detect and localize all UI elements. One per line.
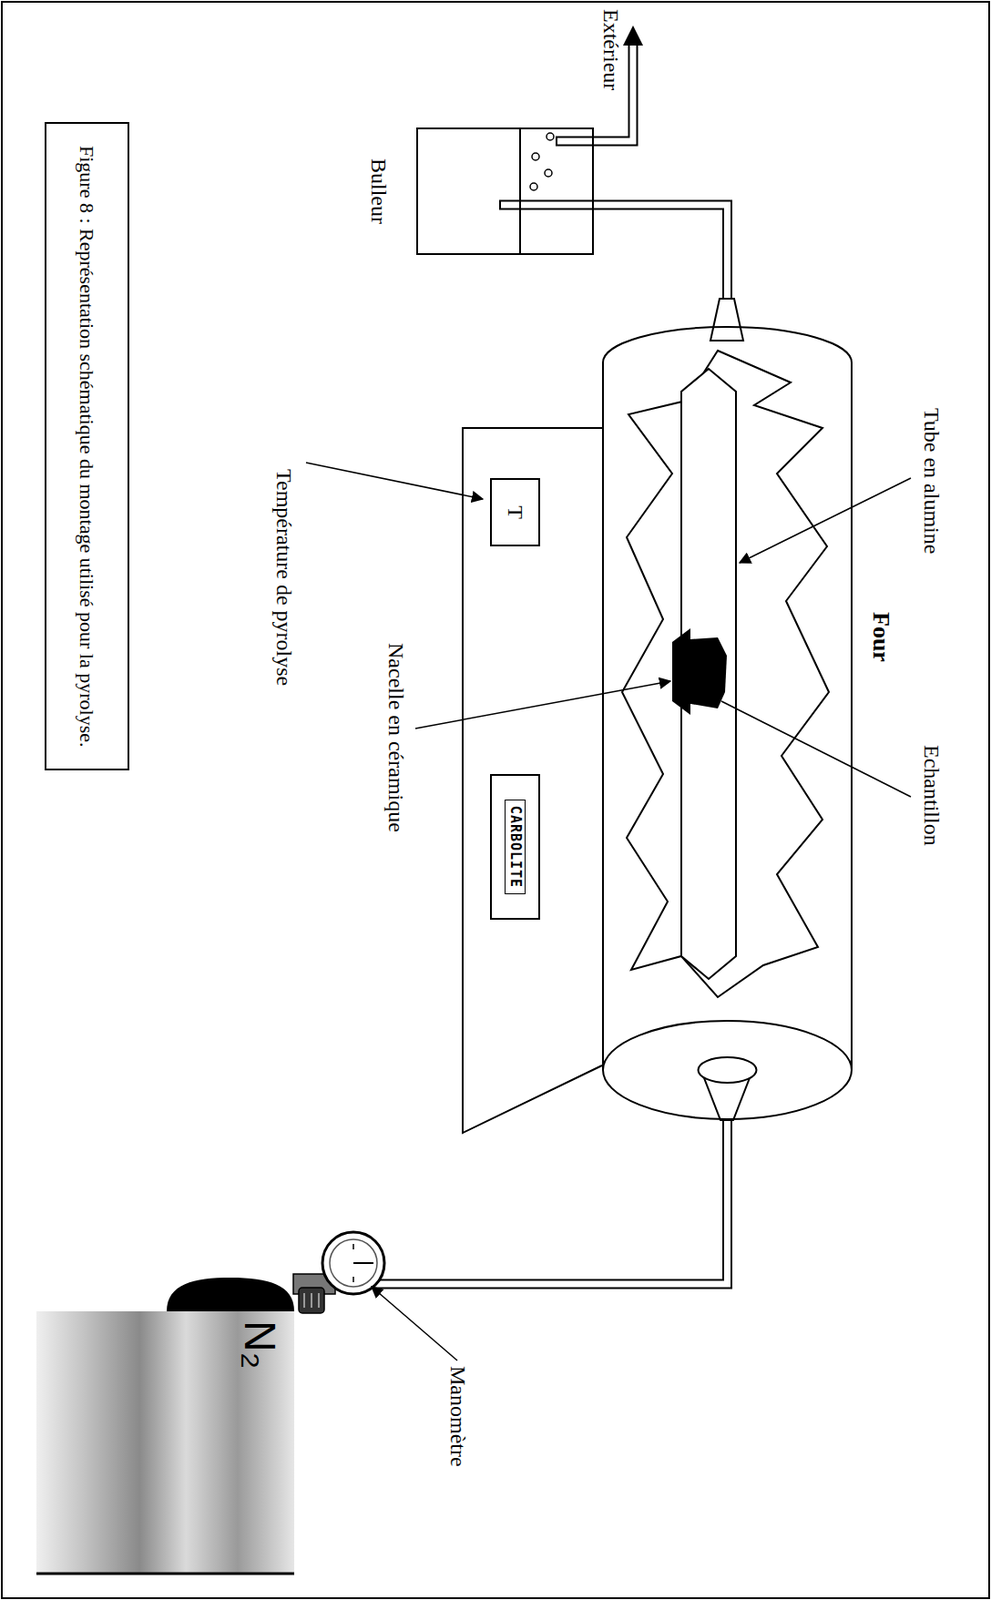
node-label: CARBOLITE [504,799,526,895]
temperature-display: T [490,478,541,547]
gauge-dial [329,1239,378,1288]
part-label: Echantillon [918,745,944,847]
leader-line [739,478,911,563]
furnace-body [602,326,852,1071]
node-label: Four [867,612,895,663]
part-label: Tube en alumine [918,408,944,554]
furnace-cylinder: Four [602,326,853,1121]
liquid-level [519,129,522,254]
valve-knob [298,1287,325,1314]
gas-tube [593,204,728,327]
valve-ridge [317,1293,320,1308]
valve-ridge [310,1293,313,1308]
part-label: Température de pyrolyse [270,469,297,686]
leader-line [415,681,671,729]
cylinder-base [36,1573,295,1576]
bubble [544,169,552,177]
cutaway-outline [622,350,829,998]
gauge-needle [353,1262,374,1265]
part-label: Nacelle en céramique [382,643,409,833]
bubbler-inlet-tube-inner [500,202,600,209]
bubble [531,153,540,161]
node-label: N₂ [234,1320,286,1370]
furnace-opening [698,1057,757,1083]
furnace-base [462,428,603,1134]
cylinder-body [36,1311,295,1574]
node-label: Bulleur [365,129,391,254]
gauge-tick [352,1244,355,1250]
gas-cylinder: N₂ [36,1270,295,1576]
furnace-outline [602,326,853,1121]
tube-wall [593,204,728,327]
pressure-gauge [322,1232,385,1295]
tube-bore [593,204,728,327]
leader-line [721,701,911,797]
bubble [546,132,554,141]
leader-line [371,1287,458,1361]
sample [674,637,727,709]
outlet-arrowhead [623,25,644,46]
valve-ridge [303,1293,306,1308]
bubbler-box: Bulleur [416,127,594,256]
figure-caption: Figure 8 : Représentation schématique du… [44,122,130,771]
outlet-cone [710,298,744,341]
furnace-end [602,1021,852,1120]
bubble [530,183,538,191]
part-label: Extérieur [597,9,624,91]
part-label: Manomètre [444,1366,470,1468]
cylinder-cap [166,1277,295,1312]
node-label: T [502,505,529,520]
gauge-tick [352,1277,355,1283]
gas-cylinder-drawing [36,1270,295,1576]
brand-plate: CARBOLITE [490,774,541,920]
leader-line [306,462,483,500]
